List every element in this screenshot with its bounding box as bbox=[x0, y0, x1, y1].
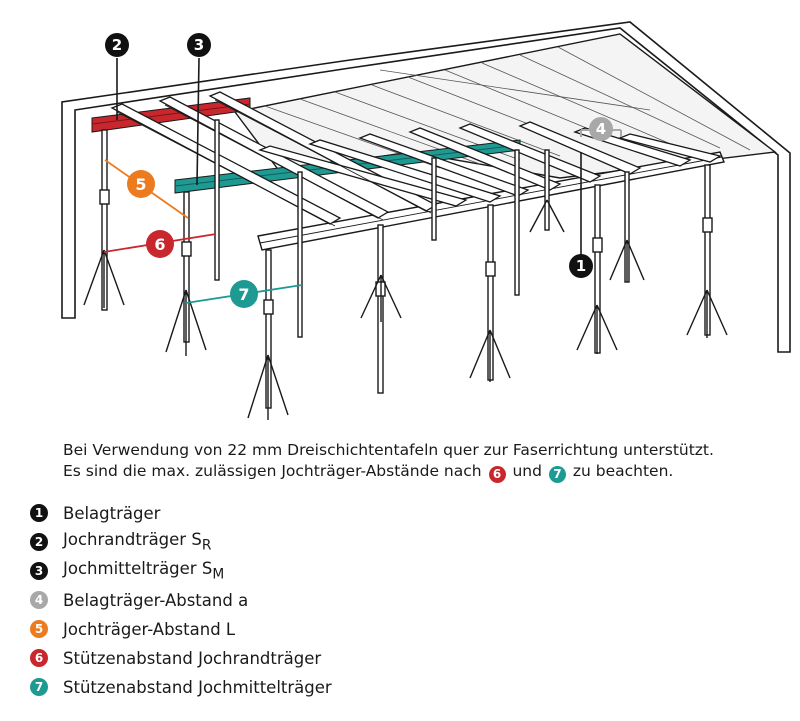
legend-subscript: M bbox=[212, 566, 225, 583]
spacing-arrows-4 bbox=[580, 129, 622, 137]
legend-badge: 5 bbox=[30, 620, 48, 638]
legend-label: Jochrandträger S bbox=[63, 530, 202, 550]
wall bbox=[61, 21, 791, 353]
callout-4: 4 bbox=[589, 117, 613, 141]
legend-label: Belagträger bbox=[63, 503, 161, 523]
legend-label-wrap: Jochmittelträger SM bbox=[63, 559, 224, 582]
svg-text:3: 3 bbox=[194, 36, 204, 54]
caption-line-2-suffix: zu beachten. bbox=[572, 462, 674, 480]
legend-label: Jochmittelträger S bbox=[63, 559, 213, 579]
leader-3 bbox=[196, 57, 200, 186]
legend-badge: 1 bbox=[30, 504, 48, 522]
svg-text:1: 1 bbox=[576, 257, 586, 275]
callout-6: 6 bbox=[146, 230, 174, 258]
legend-badge: 6 bbox=[30, 649, 48, 667]
caption-line-2: Es sind die max. zulässigen Jochträger-A… bbox=[63, 461, 783, 483]
legend-label: Jochträger-Abstand L bbox=[63, 619, 236, 639]
legend-subscript: R bbox=[201, 537, 212, 554]
legend-item: 5 Jochträger-Abstand L bbox=[30, 616, 235, 642]
legend-badge: 7 bbox=[30, 678, 48, 696]
callout-2: 2 bbox=[105, 33, 129, 57]
legend-item: 4 Belagträger-Abstand a bbox=[30, 587, 248, 613]
legend-item: 3 Jochmittelträger SM bbox=[30, 558, 224, 584]
callout-3: 3 bbox=[187, 33, 211, 57]
callout-5: 5 bbox=[127, 170, 155, 198]
legend-badge: 2 bbox=[30, 533, 48, 551]
svg-text:6: 6 bbox=[154, 235, 165, 254]
legend-label-wrap: Jochrandträger SR bbox=[63, 530, 211, 553]
legend-item: 6 Stützenabstand Jochrandträger bbox=[30, 645, 321, 671]
legend-item: 7 Stützenabstand Jochmittelträger bbox=[30, 674, 332, 700]
legend-label: Stützenabstand Jochmittelträger bbox=[63, 677, 332, 697]
caption-line-2-prefix: Es sind die max. zulässigen Jochträger-A… bbox=[63, 462, 482, 480]
inline-badge-6: 6 bbox=[488, 466, 506, 483]
caption: Bei Verwendung von 22 mm Dreischichtenta… bbox=[63, 440, 783, 483]
svg-text:5: 5 bbox=[135, 175, 146, 194]
svg-text:4: 4 bbox=[596, 120, 606, 138]
legend-item: 2 Jochrandträger SR bbox=[30, 529, 211, 555]
caption-line-1: Bei Verwendung von 22 mm Dreischichtenta… bbox=[63, 441, 714, 459]
legend-label: Belagträger-Abstand a bbox=[63, 590, 249, 610]
legend-label: Stützenabstand Jochrandträger bbox=[63, 648, 322, 668]
legend-badge: 4 bbox=[30, 591, 48, 609]
props bbox=[83, 119, 728, 420]
svg-text:7: 7 bbox=[238, 285, 249, 304]
callout-7: 7 bbox=[230, 280, 258, 308]
svg-text:2: 2 bbox=[112, 36, 122, 54]
caption-between: und bbox=[512, 462, 542, 480]
callout-1: 1 bbox=[569, 254, 593, 278]
inline-badge-7: 7 bbox=[548, 466, 566, 483]
legend-badge: 3 bbox=[30, 562, 48, 580]
formwork-diagram: 2 3 4 5 6 7 1 bbox=[61, 21, 791, 420]
legend-item: 1 Belagträger bbox=[30, 500, 160, 526]
